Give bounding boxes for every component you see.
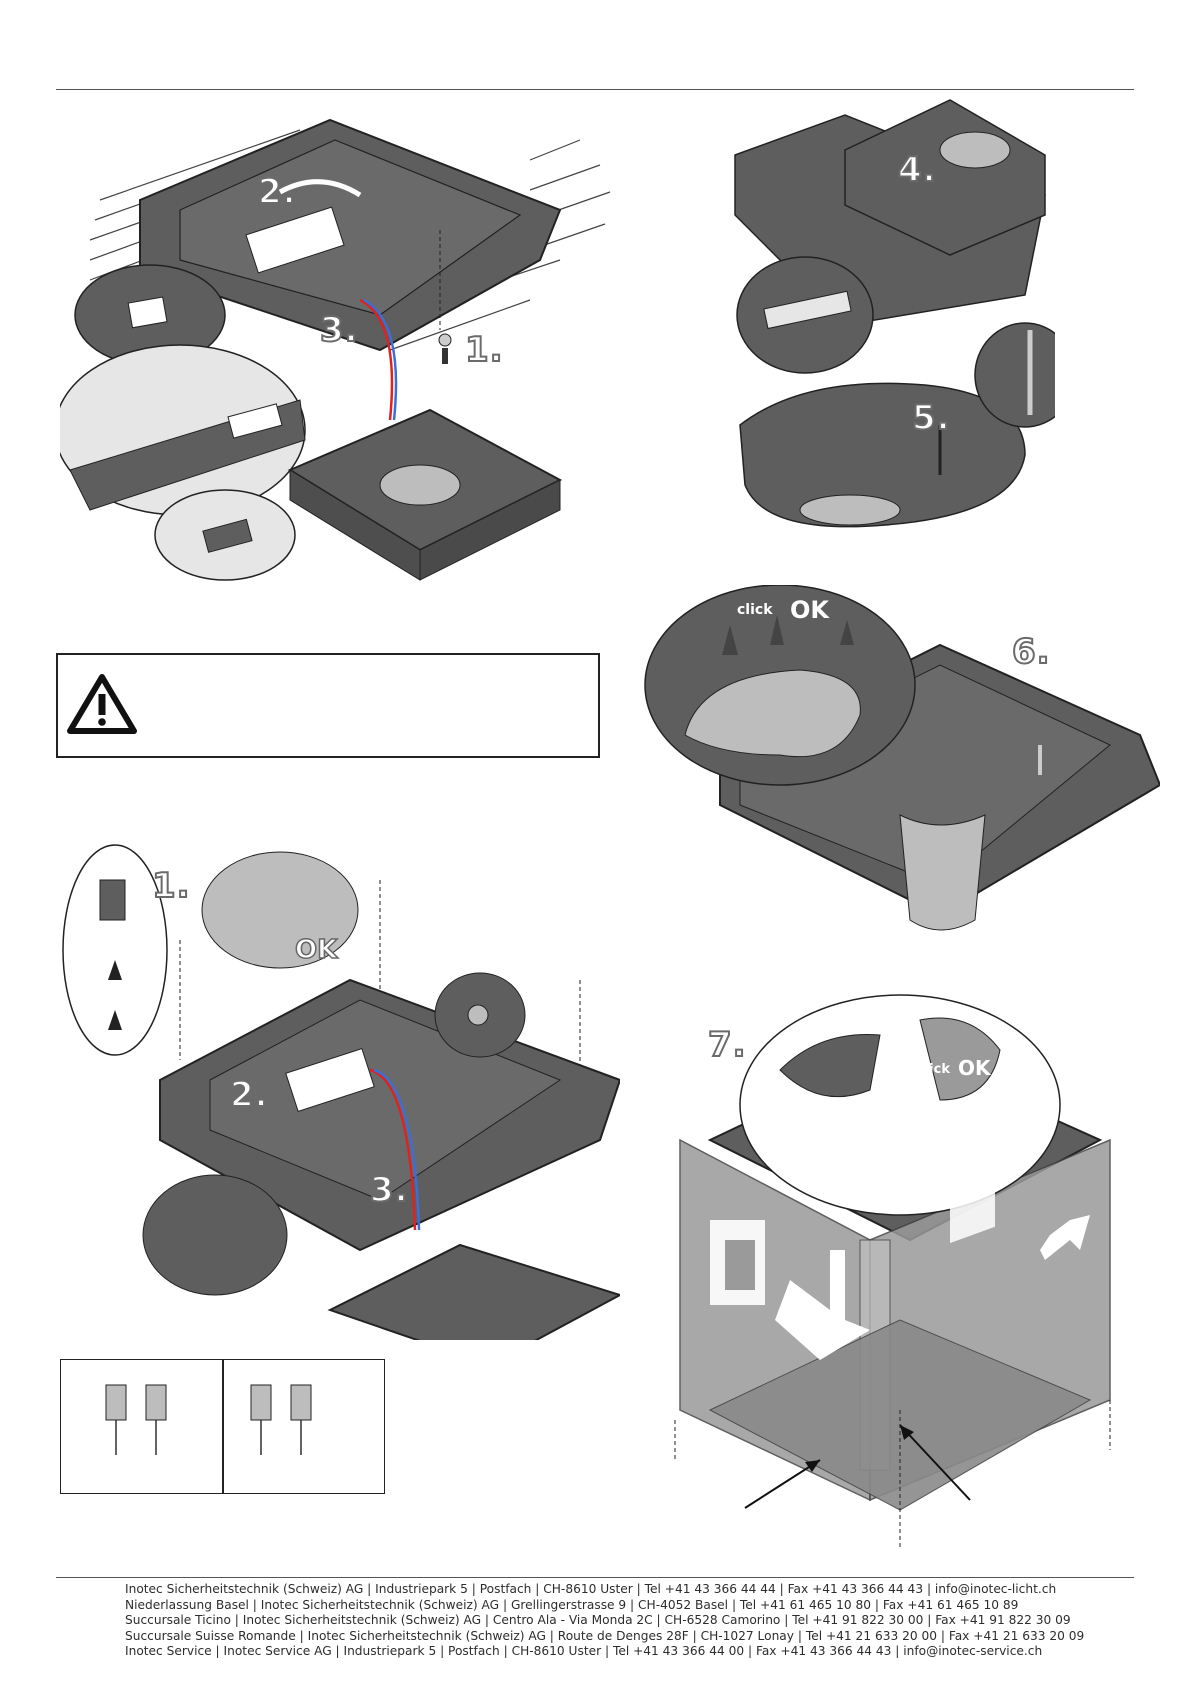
divider <box>222 1360 224 1493</box>
illustration-ceiling-mount <box>60 100 620 600</box>
step-number: 5. <box>911 397 951 439</box>
warning-box <box>56 653 600 758</box>
top-rule <box>56 89 1134 90</box>
ok-label: OK <box>958 1056 991 1080</box>
arrow-down-icon <box>775 1250 870 1360</box>
exit-running-man-icon <box>710 1141 995 1305</box>
ok-label: OK <box>294 934 338 966</box>
footer-addresses: Inotec Sicherheitstechnik (Schweiz) AG |… <box>125 1582 1125 1660</box>
arrow-diagonal-icon <box>1040 1215 1090 1260</box>
step-number: 2. <box>257 171 297 213</box>
footer-line: Inotec Sicherheitstechnik (Schweiz) AG |… <box>125 1582 1057 1596</box>
step-number: 3. <box>369 1169 409 1211</box>
illustration-module-insert <box>725 95 1055 535</box>
step-number: 1. <box>464 329 504 371</box>
step-number: 1. <box>151 865 191 907</box>
step-number: 4. <box>897 149 937 191</box>
step-number: 3. <box>319 309 359 351</box>
step-number: 7. <box>707 1024 747 1066</box>
footer-rule <box>56 1577 1134 1578</box>
click-label: click <box>917 1062 950 1077</box>
click-label: click <box>737 602 773 618</box>
cable-variants-box <box>60 1359 385 1494</box>
footer-line: Succursale Suisse Romande | Inotec Siche… <box>125 1628 1085 1643</box>
footer-line: Succursale Ticino | Inotec Sicherheitste… <box>125 1613 1071 1628</box>
illustration-cube-assembly <box>670 990 1130 1560</box>
step-number: 2. <box>229 1074 269 1116</box>
ok-label: OK <box>790 596 829 624</box>
illustration-pendant-mount <box>60 840 620 1340</box>
step-number: 6. <box>1011 631 1051 673</box>
footer-line: Inotec Service | Inotec Service AG | Ind… <box>125 1644 1043 1659</box>
footer-line: Niederlassung Basel | Inotec Sicherheits… <box>125 1597 1019 1612</box>
warning-triangle-icon <box>67 674 137 734</box>
illustration-click-module <box>640 585 1160 945</box>
